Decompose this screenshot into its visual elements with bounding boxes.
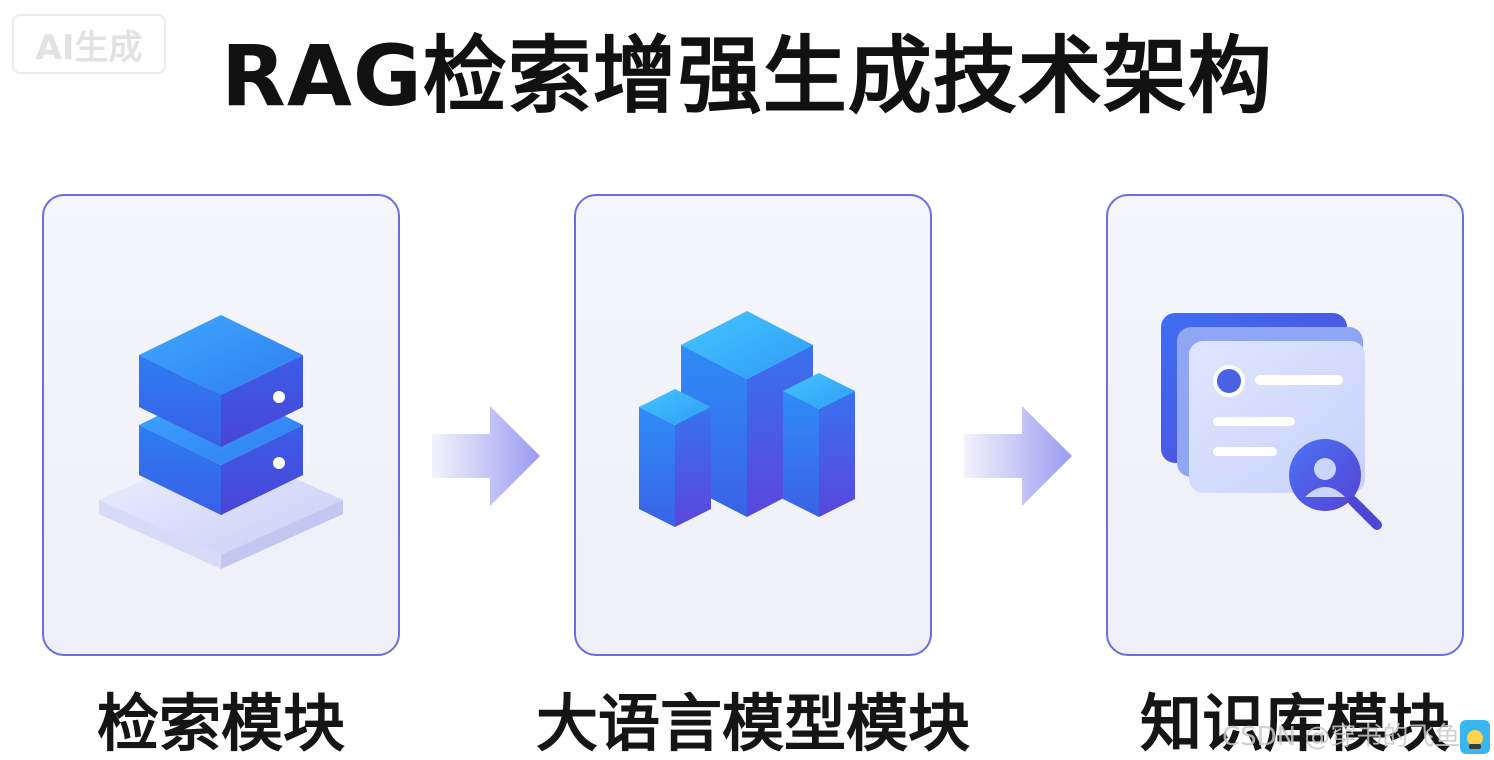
database-server-icon bbox=[99, 315, 343, 569]
ai-generated-badge: AI生成 bbox=[12, 14, 166, 74]
page-title: RAG检索增强生成技术架构 bbox=[221, 27, 1273, 125]
llm-module-label: 大语言模型模块 bbox=[535, 687, 970, 760]
knowledge-base-module-label: 知识库模块 bbox=[1140, 687, 1451, 760]
app-corner-icon bbox=[1460, 720, 1490, 754]
arrow-right-icon bbox=[964, 406, 1072, 506]
arrow-right-icon bbox=[432, 406, 540, 506]
csdn-watermark: CSDN @穿书的飞鱼 bbox=[1222, 722, 1461, 752]
model-blocks-icon bbox=[639, 311, 855, 527]
knowledge-search-icon bbox=[1161, 313, 1382, 530]
llm-module-card bbox=[574, 194, 932, 656]
knowledge-base-module-card bbox=[1106, 194, 1464, 656]
retrieval-module-card bbox=[42, 194, 400, 656]
retrieval-module-label: 检索模块 bbox=[96, 687, 345, 760]
